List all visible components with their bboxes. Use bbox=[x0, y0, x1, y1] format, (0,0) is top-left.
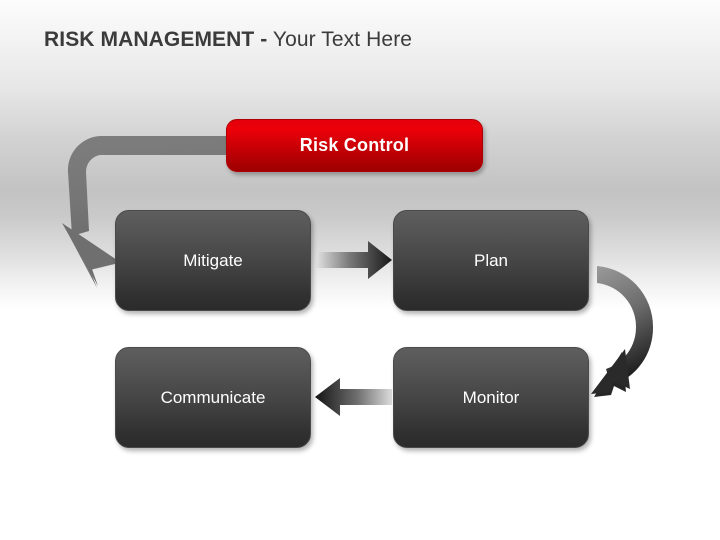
node-monitor[interactable]: Monitor bbox=[393, 347, 589, 448]
node-plan[interactable]: Plan bbox=[393, 210, 589, 311]
node-risk-control-label: Risk Control bbox=[299, 135, 410, 155]
page-title-light: Your Text Here bbox=[267, 28, 413, 51]
node-communicate-label: Communicate bbox=[160, 387, 266, 407]
node-risk-control[interactable]: Risk Control bbox=[226, 119, 483, 172]
page-title-bold: RISK MANAGEMENT - bbox=[44, 28, 268, 51]
connector-plan-to-monitor bbox=[591, 266, 654, 397]
node-plan-label: Plan bbox=[473, 250, 509, 270]
node-mitigate-label: Mitigate bbox=[183, 250, 243, 270]
connector-mitigate-to-plan bbox=[316, 241, 392, 279]
node-monitor-label: Monitor bbox=[462, 387, 520, 407]
node-mitigate[interactable]: Mitigate bbox=[115, 210, 311, 311]
node-communicate[interactable]: Communicate bbox=[115, 347, 311, 448]
connector-monitor-to-communicate bbox=[315, 378, 392, 416]
page-title: RISK MANAGEMENT - Your Text Here bbox=[44, 28, 412, 52]
